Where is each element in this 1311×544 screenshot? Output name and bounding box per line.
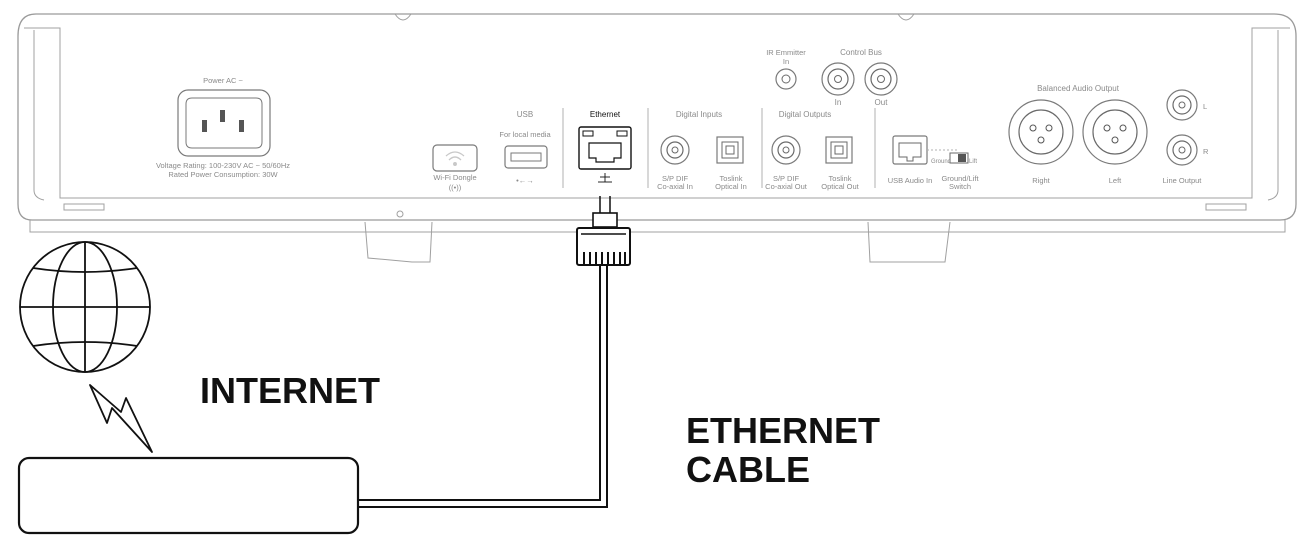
ground-lift-label-2: Switch [949, 182, 971, 191]
power-rating-line2: Rated Power Consumption: 30W [168, 170, 278, 179]
spdif-out-label-1: S/P DIF [773, 174, 800, 183]
spdif-out-label-2: Co-axial Out [765, 182, 808, 191]
usb-subtitle: For local media [499, 130, 551, 139]
lift-label: Lift [969, 159, 977, 165]
network-icon [598, 173, 612, 183]
power-ac-inlet[interactable]: Power AC ~ Voltage Rating: 100-230V AC ~… [156, 76, 290, 179]
balanced-audio-output: Balanced Audio Output Right Left [1008, 84, 1148, 185]
power-title: Power AC ~ [203, 76, 243, 85]
ir-emitter-in[interactable]: IR Emmitter In [766, 48, 806, 90]
ir-sub: In [783, 57, 789, 66]
control-bus-in-label: In [835, 98, 842, 107]
rca-left[interactable] [1166, 89, 1198, 121]
control-bus-title: Control Bus [840, 48, 882, 57]
toslink-optical-in[interactable] [716, 136, 744, 164]
ethernet-cable-label-1: ETHERNET [686, 410, 880, 451]
balanced-left-label: Left [1109, 176, 1122, 185]
ground-label: Ground [931, 159, 951, 165]
rj45-plug [576, 227, 631, 266]
spdif-coaxial-in[interactable] [660, 135, 690, 165]
toslink-out-label-1: Toslink [829, 174, 852, 183]
control-bus-in[interactable] [821, 62, 855, 96]
ir-title: IR Emmitter [766, 48, 806, 57]
digital-inputs: Digital Inputs S/P DIF Co-axial In Tosli… [657, 110, 747, 191]
ground-lift-switch[interactable]: Ground Lift Ground/Lift Switch [927, 149, 979, 191]
lightning-bolt-icon [89, 384, 153, 453]
usb-icon: •←→ [516, 176, 534, 185]
usb-audio-label: USB Audio In [888, 176, 933, 185]
toslink-in-label-2: Optical In [715, 182, 747, 191]
balanced-right-label: Right [1032, 176, 1050, 185]
toslink-in-label-1: Toslink [720, 174, 743, 183]
control-bus: Control Bus In Out [821, 48, 898, 107]
line-output-label: Line Output [1163, 176, 1203, 185]
xlr-right[interactable] [1008, 99, 1074, 165]
spdif-in-label-1: S/P DIF [662, 174, 689, 183]
xlr-left[interactable] [1082, 99, 1148, 165]
toslink-optical-out[interactable] [825, 136, 853, 164]
control-bus-out[interactable] [864, 62, 898, 96]
wifi-label: Wi-Fi Dongle [433, 173, 476, 182]
digital-inputs-title: Digital Inputs [676, 110, 722, 119]
line-output-l: L [1203, 102, 1207, 111]
ethernet-title: Ethernet [590, 110, 621, 119]
router-box [17, 456, 360, 535]
spdif-coaxial-out[interactable] [771, 135, 801, 165]
ethernet-cable-label-2: CABLE [686, 449, 810, 490]
ethernet-cable [358, 196, 618, 508]
balanced-title: Balanced Audio Output [1037, 84, 1120, 93]
control-bus-out-label: Out [875, 98, 889, 107]
line-output: L R Line Output [1163, 89, 1209, 185]
section-dividers [562, 108, 876, 188]
ethernet-port[interactable]: Ethernet [578, 110, 632, 183]
usb-title: USB [517, 110, 533, 119]
digital-outputs-title: Digital Outputs [779, 110, 831, 119]
power-rating-line1: Voltage Rating: 100-230V AC ~ 50/60Hz [156, 161, 290, 170]
spdif-in-label-2: Co-axial In [657, 182, 693, 191]
wifi-icon [445, 151, 465, 166]
toslink-out-label-2: Optical Out [821, 182, 859, 191]
line-output-r: R [1203, 147, 1209, 156]
device-rear-panel [17, 13, 1297, 263]
rca-right[interactable] [1166, 134, 1198, 166]
usb-port[interactable]: USB For local media •←→ [499, 110, 551, 185]
internet-label: INTERNET [200, 370, 380, 411]
ground-lift-label-1: Ground/Lift [941, 174, 979, 183]
digital-outputs: Digital Outputs S/P DIF Co-axial Out Tos… [765, 110, 860, 191]
wifi-symbol: ((•)) [449, 183, 462, 192]
wifi-dongle[interactable]: Wi-Fi Dongle ((•)) [432, 144, 478, 192]
globe-icon [19, 241, 151, 373]
usb-audio-in[interactable]: USB Audio In [888, 135, 933, 185]
